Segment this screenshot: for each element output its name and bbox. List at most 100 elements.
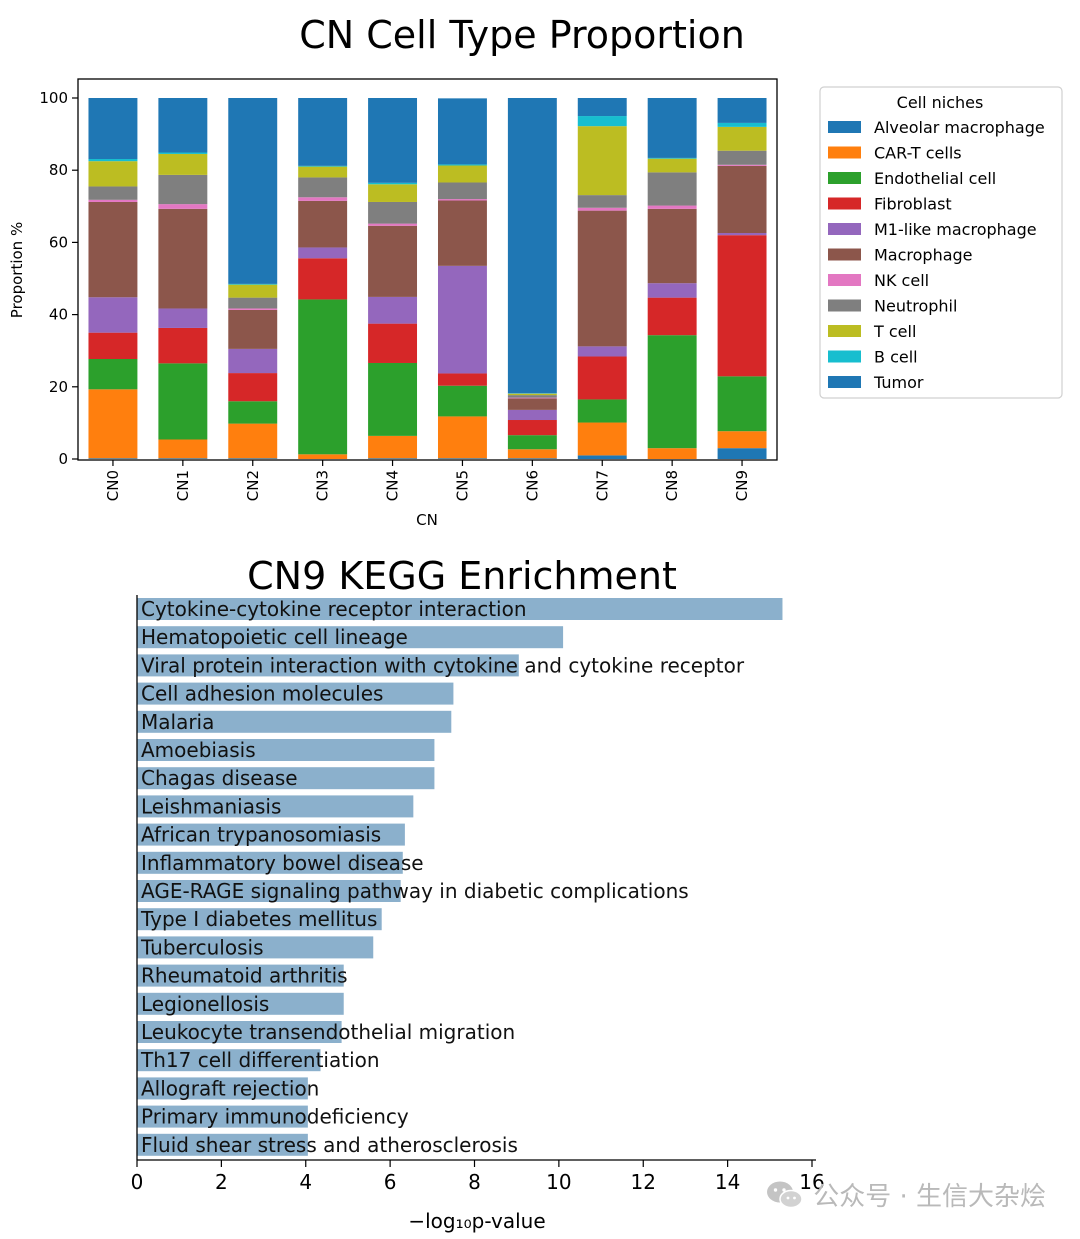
bar-segment	[228, 401, 278, 424]
bar-segment	[577, 126, 627, 196]
x-tick-label: 14	[715, 1170, 740, 1194]
x-tick-label: CN4	[384, 470, 402, 501]
bar-segment	[507, 458, 557, 459]
bar-label: African trypanosomiasis	[141, 823, 381, 847]
bar-segment	[88, 199, 138, 202]
bar-segment	[647, 448, 697, 459]
bar	[137, 1049, 321, 1072]
x-tick-label: CN5	[453, 470, 471, 501]
horizontal-bar-chart: CN9 KEGG Enrichment Cytokine-cytokine re…	[131, 554, 825, 1233]
bar-segment	[158, 363, 208, 440]
bar-segment	[368, 458, 418, 459]
legend-label: M1-like macrophage	[874, 220, 1037, 239]
bar-segment	[158, 204, 208, 209]
bar-segment	[158, 308, 208, 328]
legend-swatch	[828, 248, 861, 261]
legend-label: Fibroblast	[874, 195, 952, 214]
legend-label: Tumor	[873, 373, 924, 392]
bar-segment	[577, 346, 627, 357]
bar-segment	[228, 308, 278, 310]
bar-segment	[717, 431, 767, 449]
bar-label: Inflammatory bowel disease	[141, 851, 424, 875]
bar-segment	[298, 177, 348, 198]
bar-segment	[507, 397, 557, 399]
bar	[137, 1077, 308, 1100]
x-tick-label: CN8	[663, 470, 681, 501]
bar	[137, 880, 401, 902]
bar-segment	[717, 164, 767, 166]
x-tick-label: CN6	[523, 470, 541, 501]
bar	[137, 795, 414, 818]
bar-segment	[507, 395, 557, 398]
legend-label: Neutrophil	[874, 297, 957, 316]
y-tick-label: 80	[49, 161, 68, 179]
bar-segment	[717, 235, 767, 377]
bar-segment	[228, 98, 278, 284]
bar-segment	[577, 195, 627, 208]
bar-segment	[647, 98, 697, 158]
legend-swatch	[828, 350, 861, 363]
bar	[137, 1105, 308, 1128]
bar-segment	[228, 283, 278, 285]
bar-segment	[717, 150, 767, 165]
legend-swatch	[828, 146, 861, 159]
bar-segment	[158, 458, 208, 459]
watermark-text: 公众号 · 生信大杂烩	[813, 1182, 1046, 1212]
legend-swatch	[828, 325, 861, 337]
bar-segment	[88, 297, 138, 333]
legend-swatch	[828, 197, 861, 210]
bar-segment	[577, 116, 627, 127]
bar	[137, 626, 564, 649]
bar-segment	[88, 186, 138, 200]
bar-segment	[368, 184, 418, 202]
bar-segment	[577, 422, 627, 456]
bar-segment	[298, 299, 348, 455]
bar	[137, 908, 382, 931]
bar-segment	[88, 201, 138, 298]
bar-segment	[437, 164, 487, 166]
x-tick-label: 2	[215, 1170, 228, 1194]
bar-segment	[298, 197, 348, 201]
bar-segment	[158, 439, 208, 459]
bar-segment	[717, 98, 767, 123]
bar-segment	[717, 122, 767, 127]
bar-segment	[437, 200, 487, 266]
bar-label: Hematopoietic cell lineage	[141, 625, 408, 649]
legend-swatch	[828, 223, 861, 235]
legend-box	[819, 86, 1063, 399]
bar-segment	[507, 449, 557, 459]
legend-label: Macrophage	[874, 246, 973, 265]
bar-segment	[228, 309, 278, 349]
x-tick-label: CN7	[593, 470, 611, 501]
bar-segment	[298, 98, 348, 166]
bar	[137, 992, 344, 1015]
watermark: 公众号 · 生信大杂烩	[765, 1176, 1046, 1213]
bar-segment	[507, 420, 557, 436]
bar-label: Legionellosis	[141, 992, 269, 1016]
legend-swatch	[828, 299, 861, 312]
x-tick-label: 10	[546, 1170, 571, 1194]
bar-segment	[577, 399, 627, 423]
bar-segment	[228, 423, 278, 459]
bar-segment	[577, 455, 627, 459]
x-tick-label: CN9	[733, 470, 751, 501]
x-tick-label: 8	[468, 1170, 481, 1194]
bar-label: Amoebiasis	[141, 738, 256, 762]
bar-label: Malaria	[141, 710, 214, 734]
bar	[137, 739, 435, 761]
bar-segment	[298, 454, 348, 459]
legend-label: CAR-T cells	[874, 144, 962, 163]
x-tick-label: 16	[799, 1170, 824, 1194]
legend-swatch	[828, 172, 861, 184]
bar-segment	[368, 225, 418, 297]
bar-segment	[717, 448, 767, 459]
bar-segment	[437, 199, 487, 201]
bar-segment	[368, 98, 418, 183]
bar-labels: Cytokine-cytokine receptor interactionHe…	[140, 597, 745, 1157]
bar-segment	[647, 205, 697, 209]
bar-segment	[437, 416, 487, 459]
x-tick-label: 4	[299, 1170, 312, 1194]
